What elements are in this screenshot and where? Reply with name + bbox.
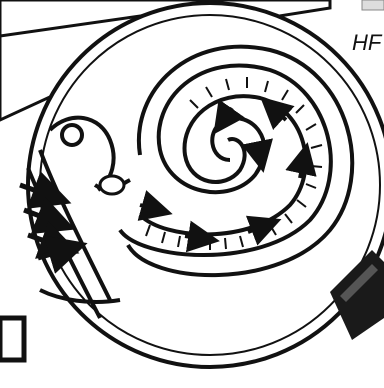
background-box: [0, 318, 24, 360]
oval-window: [100, 176, 124, 194]
caption-text: HF: [352, 30, 381, 56]
magnifier-lens: [28, 3, 384, 367]
background-tab: [362, 0, 384, 10]
